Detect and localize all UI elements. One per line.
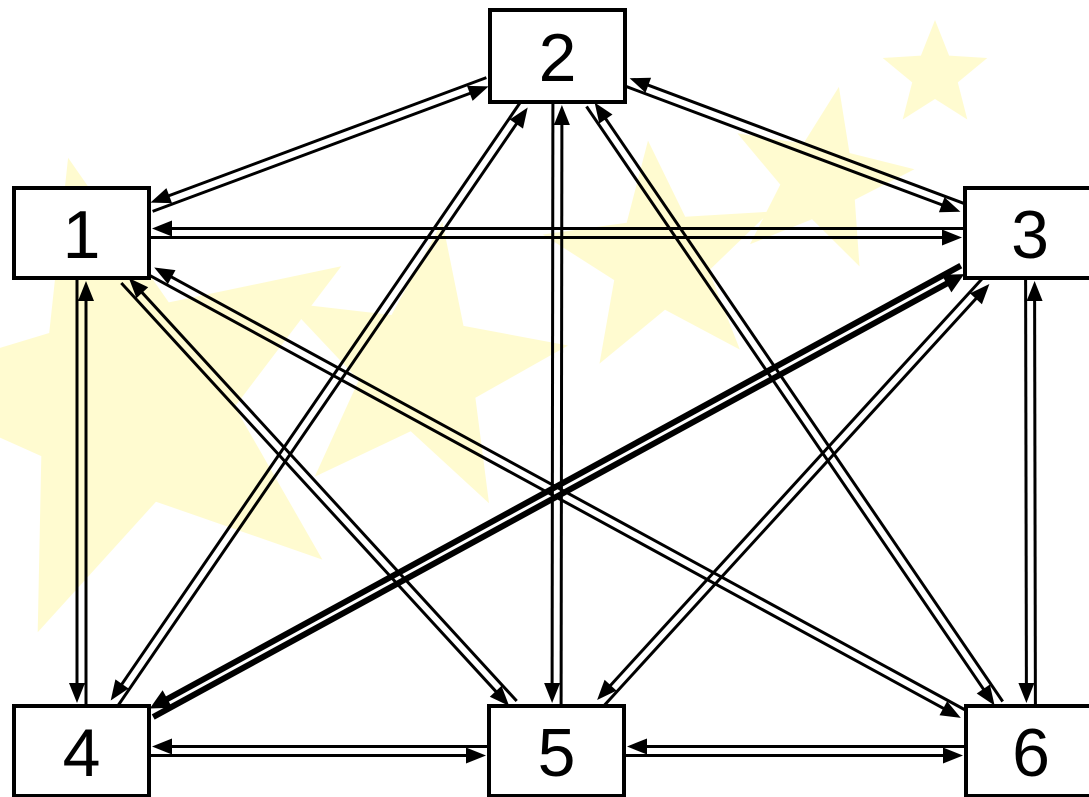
node-label: 5 xyxy=(538,715,576,791)
edge-5-to-6 xyxy=(626,748,963,764)
edge-6-to-3 xyxy=(1027,281,1043,704)
edge-line xyxy=(561,121,562,704)
edge-line xyxy=(165,78,486,197)
node-label: 1 xyxy=(63,197,101,273)
watermark-star-5 xyxy=(883,20,988,120)
arrowhead xyxy=(466,748,486,764)
edge-4-to-5 xyxy=(151,748,486,764)
node-label: 2 xyxy=(539,20,577,96)
arrowhead xyxy=(1027,281,1043,301)
node-1: 1 xyxy=(14,188,149,278)
edge-1-to-2 xyxy=(153,86,489,211)
arrowhead xyxy=(940,701,961,718)
arrowhead xyxy=(467,86,489,101)
node-label: 6 xyxy=(1012,715,1050,791)
edge-3-to-5 xyxy=(597,277,984,700)
arrowhead xyxy=(150,188,172,203)
node-3: 3 xyxy=(965,188,1089,278)
node-4: 4 xyxy=(14,706,149,796)
arrowhead xyxy=(1018,683,1034,703)
star-watermark xyxy=(0,20,987,632)
arrowhead xyxy=(942,230,962,246)
arrowhead xyxy=(69,683,85,703)
watermark-star-3 xyxy=(543,141,770,364)
edge-2-to-5 xyxy=(544,104,560,703)
edge-line xyxy=(552,104,553,687)
watermark-star-4 xyxy=(737,87,914,267)
arrowhead xyxy=(152,739,172,755)
arrowhead xyxy=(510,108,528,129)
node-5: 5 xyxy=(489,706,624,796)
arrowhead xyxy=(544,683,560,703)
edge-5-to-4 xyxy=(152,739,487,755)
edge-5-to-2 xyxy=(554,105,570,704)
edge-6-to-5 xyxy=(627,739,964,755)
node-2: 2 xyxy=(490,10,625,102)
edge-line xyxy=(1035,297,1036,704)
arrowhead xyxy=(627,739,647,755)
node-label: 4 xyxy=(63,715,101,791)
arrowhead xyxy=(943,748,963,764)
arrowhead xyxy=(152,221,172,237)
edge-line xyxy=(1026,280,1027,687)
edge-3-to-6 xyxy=(1018,280,1034,703)
node-6: 6 xyxy=(966,706,1089,796)
edge-2-to-1 xyxy=(150,78,486,204)
arrowhead xyxy=(111,679,129,700)
arrowhead xyxy=(554,105,570,125)
node-label: 3 xyxy=(1011,197,1049,273)
edge-5-to-3 xyxy=(603,284,990,707)
arrowhead xyxy=(154,268,175,285)
edge-line xyxy=(153,92,474,211)
